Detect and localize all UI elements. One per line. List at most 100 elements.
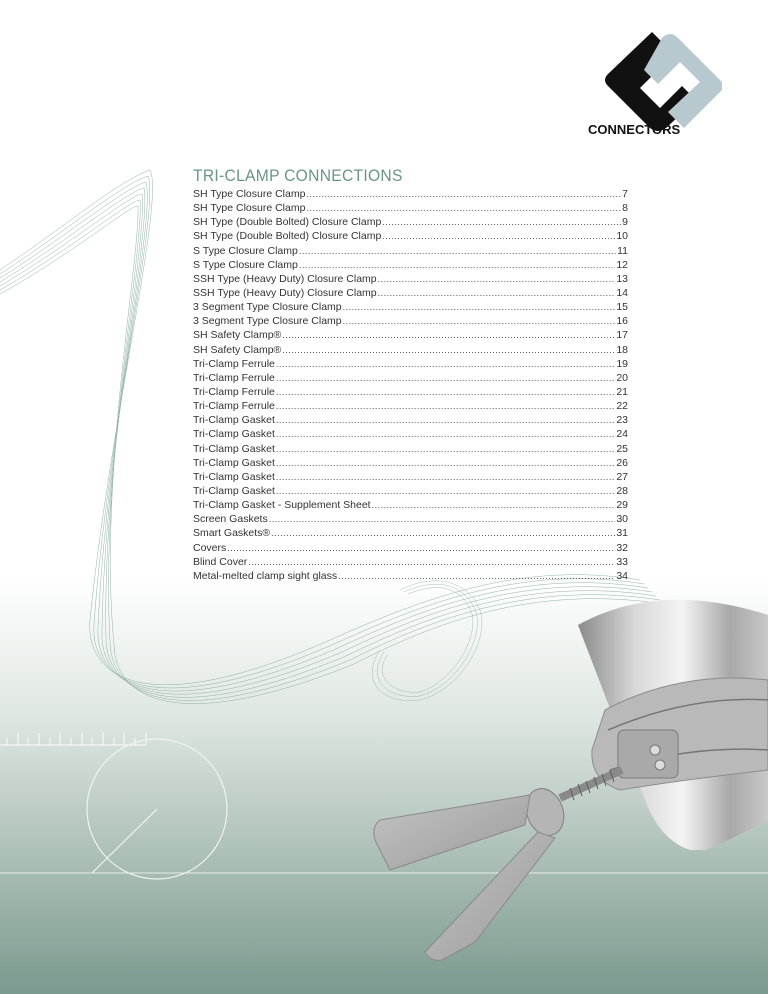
toc-entry-label: Metal-melted clamp sight glass xyxy=(193,569,338,582)
toc-entry[interactable]: SH Type (Double Bolted) Closure Clamp10 xyxy=(193,230,628,244)
toc-entry[interactable]: Tri-Clamp Gasket - Supplement Sheet 29 xyxy=(193,499,628,513)
toc-entry-page-number: 22 xyxy=(616,400,628,413)
toc-entry[interactable]: SH Type (Double Bolted) Closure Clamp 9 xyxy=(193,216,628,230)
dot-leader xyxy=(271,528,615,538)
toc-entry-label: Covers xyxy=(193,541,227,554)
toc-entry[interactable]: SH Type Closure Clamp 8 xyxy=(193,202,628,216)
tri-clamp-product-image xyxy=(373,599,768,961)
dot-leader xyxy=(276,472,615,482)
toc-entry-label: Tri-Clamp Gasket xyxy=(193,456,275,469)
toc-entry-label: 3 Segment Type Closure Clamp xyxy=(193,301,342,314)
toc-entry[interactable]: Tri-Clamp Gasket25 xyxy=(193,443,628,457)
dot-leader xyxy=(276,359,615,369)
dot-leader xyxy=(299,246,616,256)
toc-entry-page-number: 14 xyxy=(616,286,628,299)
dot-leader xyxy=(382,217,621,227)
dot-leader xyxy=(276,444,615,454)
toc-entry-label: Tri-Clamp Gasket xyxy=(193,428,275,441)
table-of-contents: TRI-CLAMP CONNECTIONS SH Type Closure Cl… xyxy=(193,166,628,584)
dot-leader xyxy=(276,486,615,496)
toc-list: SH Type Closure Clamp7SH Type Closure Cl… xyxy=(193,188,628,584)
toc-entry[interactable]: Blind Cover 33 xyxy=(193,556,628,570)
toc-entry-label: Tri-Clamp Ferrule xyxy=(193,357,275,370)
toc-entry[interactable]: Tri-Clamp Ferrule 21 xyxy=(193,386,628,400)
toc-entry-label: Tri-Clamp Gasket xyxy=(193,484,275,497)
toc-entry[interactable]: S Type Closure Clamp 12 xyxy=(193,259,628,273)
toc-entry-label: SH Type Closure Clamp xyxy=(193,202,306,215)
dot-leader xyxy=(343,302,616,312)
toc-entry-label: Blind Cover xyxy=(193,555,248,568)
toc-entry-page-number: 18 xyxy=(616,343,628,356)
dot-leader xyxy=(299,260,615,270)
toc-entry[interactable]: Tri-Clamp Gasket 27 xyxy=(193,471,628,485)
section-title: TRI-CLAMP CONNECTIONS xyxy=(193,166,403,185)
toc-entry-label: Tri-Clamp Gasket - Supplement Sheet xyxy=(193,499,371,512)
toc-entry-label: Tri-Clamp Ferrule xyxy=(193,371,275,384)
toc-entry-label: Screen Gaskets xyxy=(193,513,268,526)
toc-entry[interactable]: 3 Segment Type Closure Clamp16 xyxy=(193,315,628,329)
toc-entry[interactable]: SH Safety Clamp® 17 xyxy=(193,329,628,343)
toc-entry[interactable]: Smart Gaskets®31 xyxy=(193,527,628,541)
toc-entry[interactable]: Screen Gaskets 30 xyxy=(193,513,628,527)
dot-leader xyxy=(269,514,616,524)
toc-entry-page-number: 7 xyxy=(622,188,628,200)
toc-entry-page-number: 12 xyxy=(616,258,628,271)
toc-entry-page-number: 8 xyxy=(622,202,628,215)
toc-entry[interactable]: Tri-Clamp Gasket24 xyxy=(193,428,628,442)
toc-entry-page-number: 27 xyxy=(616,470,628,483)
toc-entry-page-number: 20 xyxy=(616,371,628,384)
toc-entry-page-number: 30 xyxy=(616,513,628,526)
dot-leader xyxy=(282,345,615,355)
dot-leader xyxy=(276,429,615,439)
dot-leader xyxy=(306,189,621,199)
toc-entry-label: Tri-Clamp Gasket xyxy=(193,442,275,455)
toc-entry-label: SH Safety Clamp® xyxy=(193,329,282,342)
toc-entry-page-number: 19 xyxy=(616,357,628,370)
toc-entry-page-number: 9 xyxy=(622,216,628,229)
toc-entry-page-number: 13 xyxy=(616,272,628,285)
toc-entry-label: S Type Closure Clamp xyxy=(193,244,298,257)
toc-entry-page-number: 11 xyxy=(617,244,628,257)
dot-leader xyxy=(227,543,615,553)
toc-entry-label: Tri-Clamp Gasket xyxy=(193,470,275,483)
toc-entry[interactable]: SH Type Closure Clamp7 xyxy=(193,188,628,202)
toc-entry[interactable]: Tri-Clamp Ferrule 22 xyxy=(193,400,628,414)
toc-entry-label: S Type Closure Clamp xyxy=(193,258,298,271)
toc-entry[interactable]: SSH Type (Heavy Duty) Closure Clamp 13 xyxy=(193,273,628,287)
toc-entry[interactable]: Metal-melted clamp sight glass 34 xyxy=(193,570,628,584)
toc-entry-page-number: 29 xyxy=(616,499,628,512)
toc-entry-page-number: 21 xyxy=(616,385,628,398)
dot-leader xyxy=(276,458,615,468)
dot-leader xyxy=(343,316,616,326)
toc-entry-label: SH Type (Double Bolted) Closure Clamp xyxy=(193,216,382,229)
dot-leader xyxy=(378,274,616,284)
toc-entry-page-number: 28 xyxy=(616,484,628,497)
toc-entry[interactable]: Tri-Clamp Gasket 26 xyxy=(193,457,628,471)
toc-entry-label: Tri-Clamp Ferrule xyxy=(193,400,275,413)
toc-entry[interactable]: 3 Segment Type Closure Clamp15 xyxy=(193,301,628,315)
toc-entry-page-number: 26 xyxy=(616,456,628,469)
dot-leader xyxy=(378,288,616,298)
toc-entry-page-number: 32 xyxy=(616,541,628,554)
toc-entry[interactable]: SSH Type (Heavy Duty) Closure Clamp14 xyxy=(193,287,628,301)
toc-entry[interactable]: Covers 32 xyxy=(193,542,628,556)
dot-leader xyxy=(306,203,621,213)
dot-leader xyxy=(276,373,615,383)
toc-entry-page-number: 23 xyxy=(616,414,628,427)
toc-entry-label: Tri-Clamp Ferrule xyxy=(193,385,275,398)
toc-entry-label: SH Safety Clamp® xyxy=(193,343,282,356)
toc-entry[interactable]: S Type Closure Clamp 11 xyxy=(193,245,628,259)
toc-entry-page-number: 17 xyxy=(616,329,628,342)
dot-leader xyxy=(276,401,615,411)
toc-entry[interactable]: SH Safety Clamp® 18 xyxy=(193,344,628,358)
toc-entry-label: SH Type (Double Bolted) Closure Clamp xyxy=(193,230,382,243)
toc-entry[interactable]: Tri-Clamp Gasket23 xyxy=(193,414,628,428)
toc-entry-label: SSH Type (Heavy Duty) Closure Clamp xyxy=(193,272,377,285)
toc-entry[interactable]: Tri-Clamp Ferrule 20 xyxy=(193,372,628,386)
dot-leader xyxy=(248,557,615,567)
toc-entry[interactable]: Tri-Clamp Gasket 28 xyxy=(193,485,628,499)
toc-entry-page-number: 34 xyxy=(616,569,628,582)
dot-leader xyxy=(382,231,615,241)
toc-entry-page-number: 33 xyxy=(616,555,628,568)
toc-entry[interactable]: Tri-Clamp Ferrule 19 xyxy=(193,358,628,372)
